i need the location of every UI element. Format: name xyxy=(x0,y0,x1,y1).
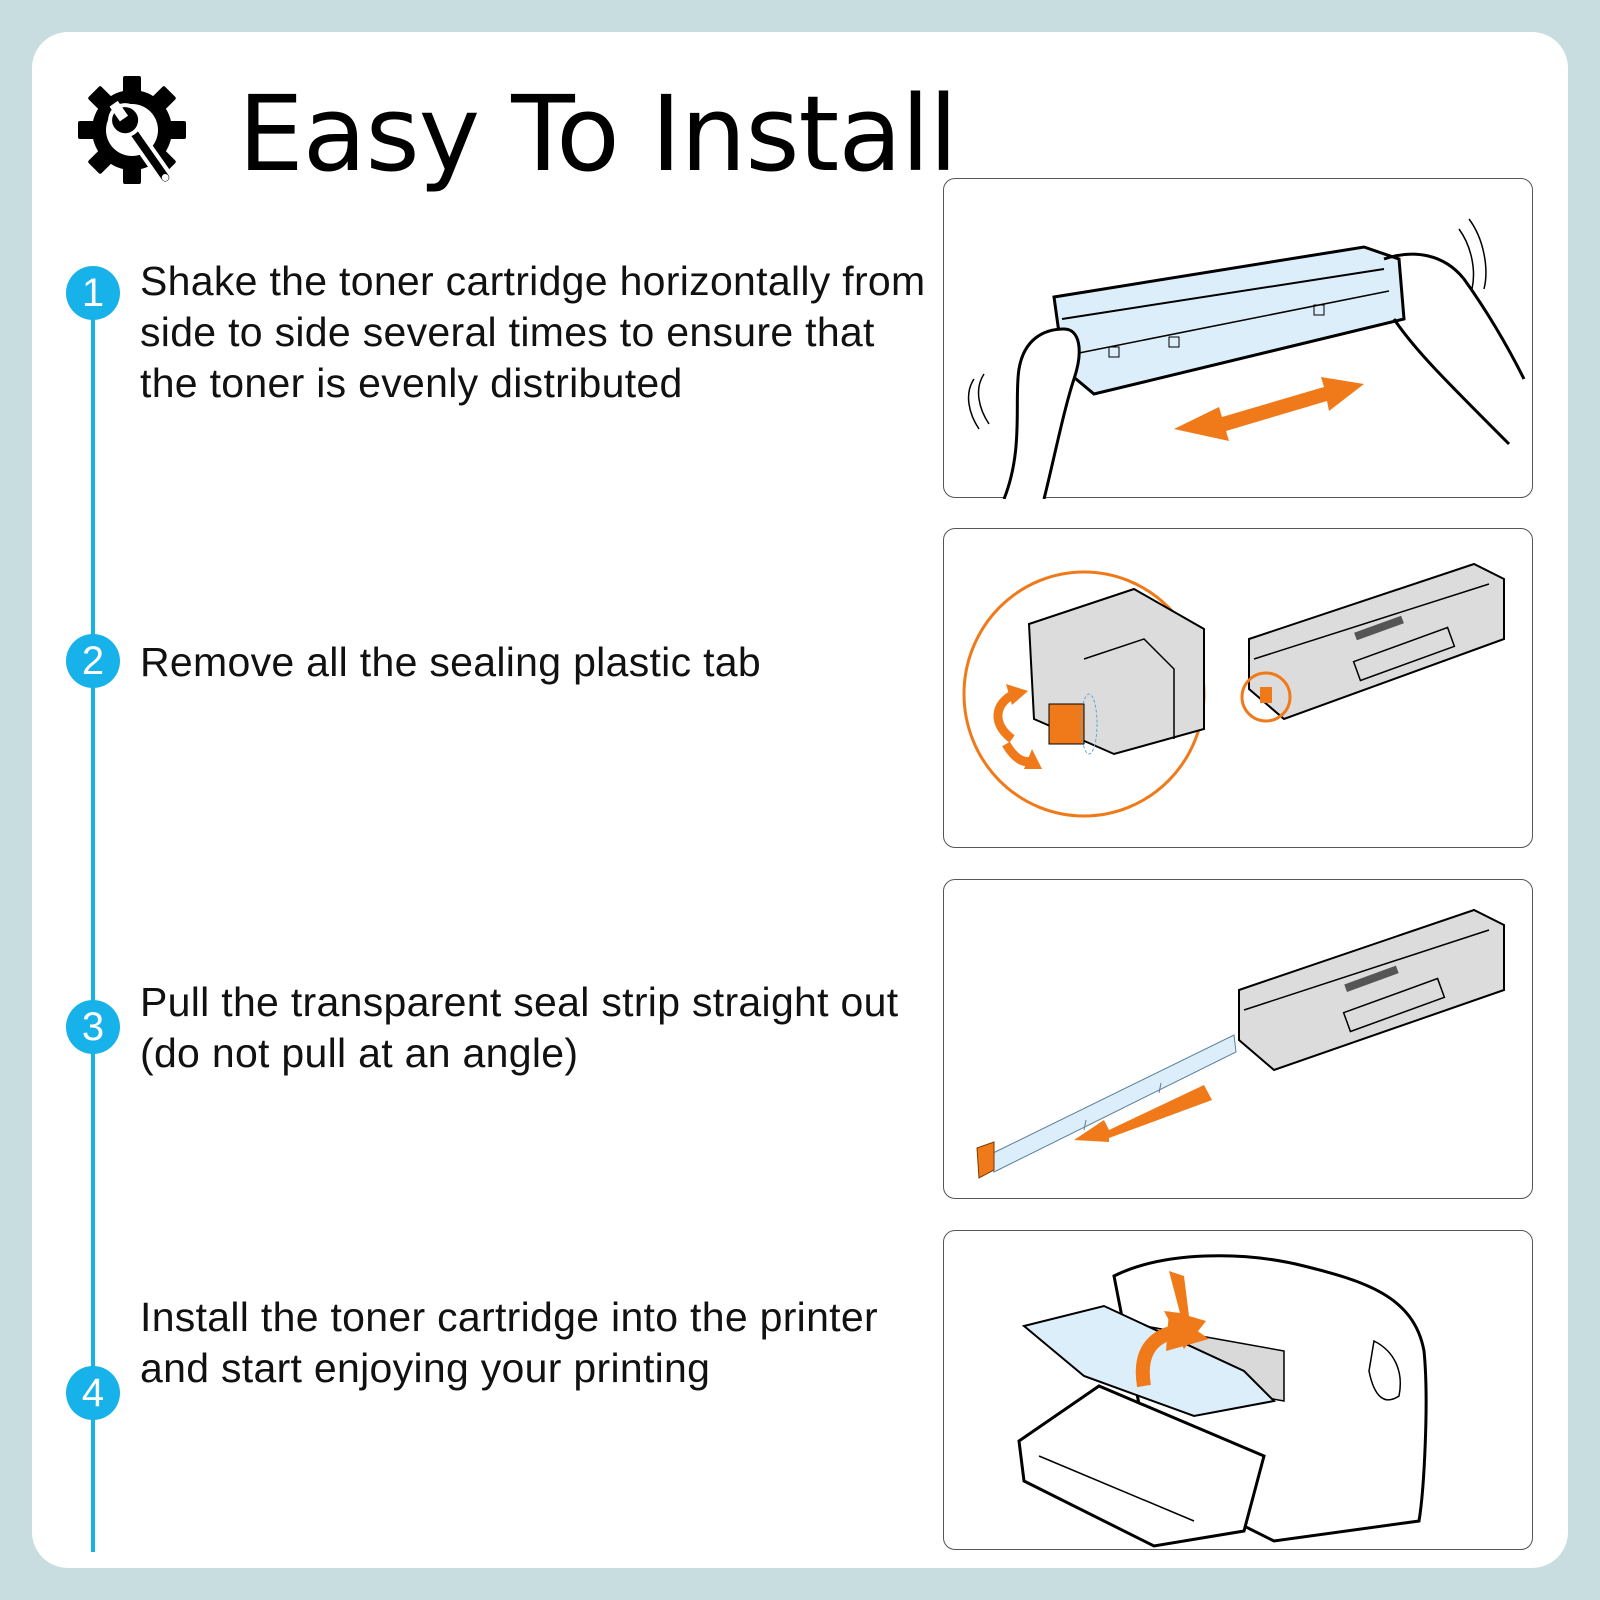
cartridge-pulling-seal-strip-illustration xyxy=(976,908,1505,1179)
step-2-badge: 2 xyxy=(66,634,120,688)
cartridge-with-orange-sealing-tab-illustration xyxy=(962,562,1505,818)
step-3-badge: 3 xyxy=(66,1000,120,1054)
step-3-illustration-panel xyxy=(914,879,1533,1199)
step-2-text: Remove all the sealing plastic tab xyxy=(140,639,761,685)
step-1-text: Shake the toner cartridge horizontally f… xyxy=(140,258,926,406)
printer-with-cartridge-insertion-arrows-illustration xyxy=(1017,1254,1428,1548)
step-4-text: Install the toner cartridge into the pri… xyxy=(140,1294,878,1391)
page-title: Easy To Install xyxy=(238,73,958,195)
step-4-badge: 4 xyxy=(66,1366,120,1420)
step-1-badge: 1 xyxy=(66,266,120,320)
timeline-line xyxy=(91,290,95,1552)
step-3-text: Pull the transparent seal strip straight… xyxy=(140,979,899,1076)
hands-shaking-toner-cartridge-illustration xyxy=(967,218,1526,499)
step-4-illustration-panel xyxy=(914,1230,1533,1550)
gear-wrench-icon xyxy=(78,76,186,186)
step-2-illustration-panel xyxy=(914,528,1533,848)
page-header: Easy To Install xyxy=(78,73,958,195)
step-1-illustration-panel xyxy=(914,178,1533,499)
